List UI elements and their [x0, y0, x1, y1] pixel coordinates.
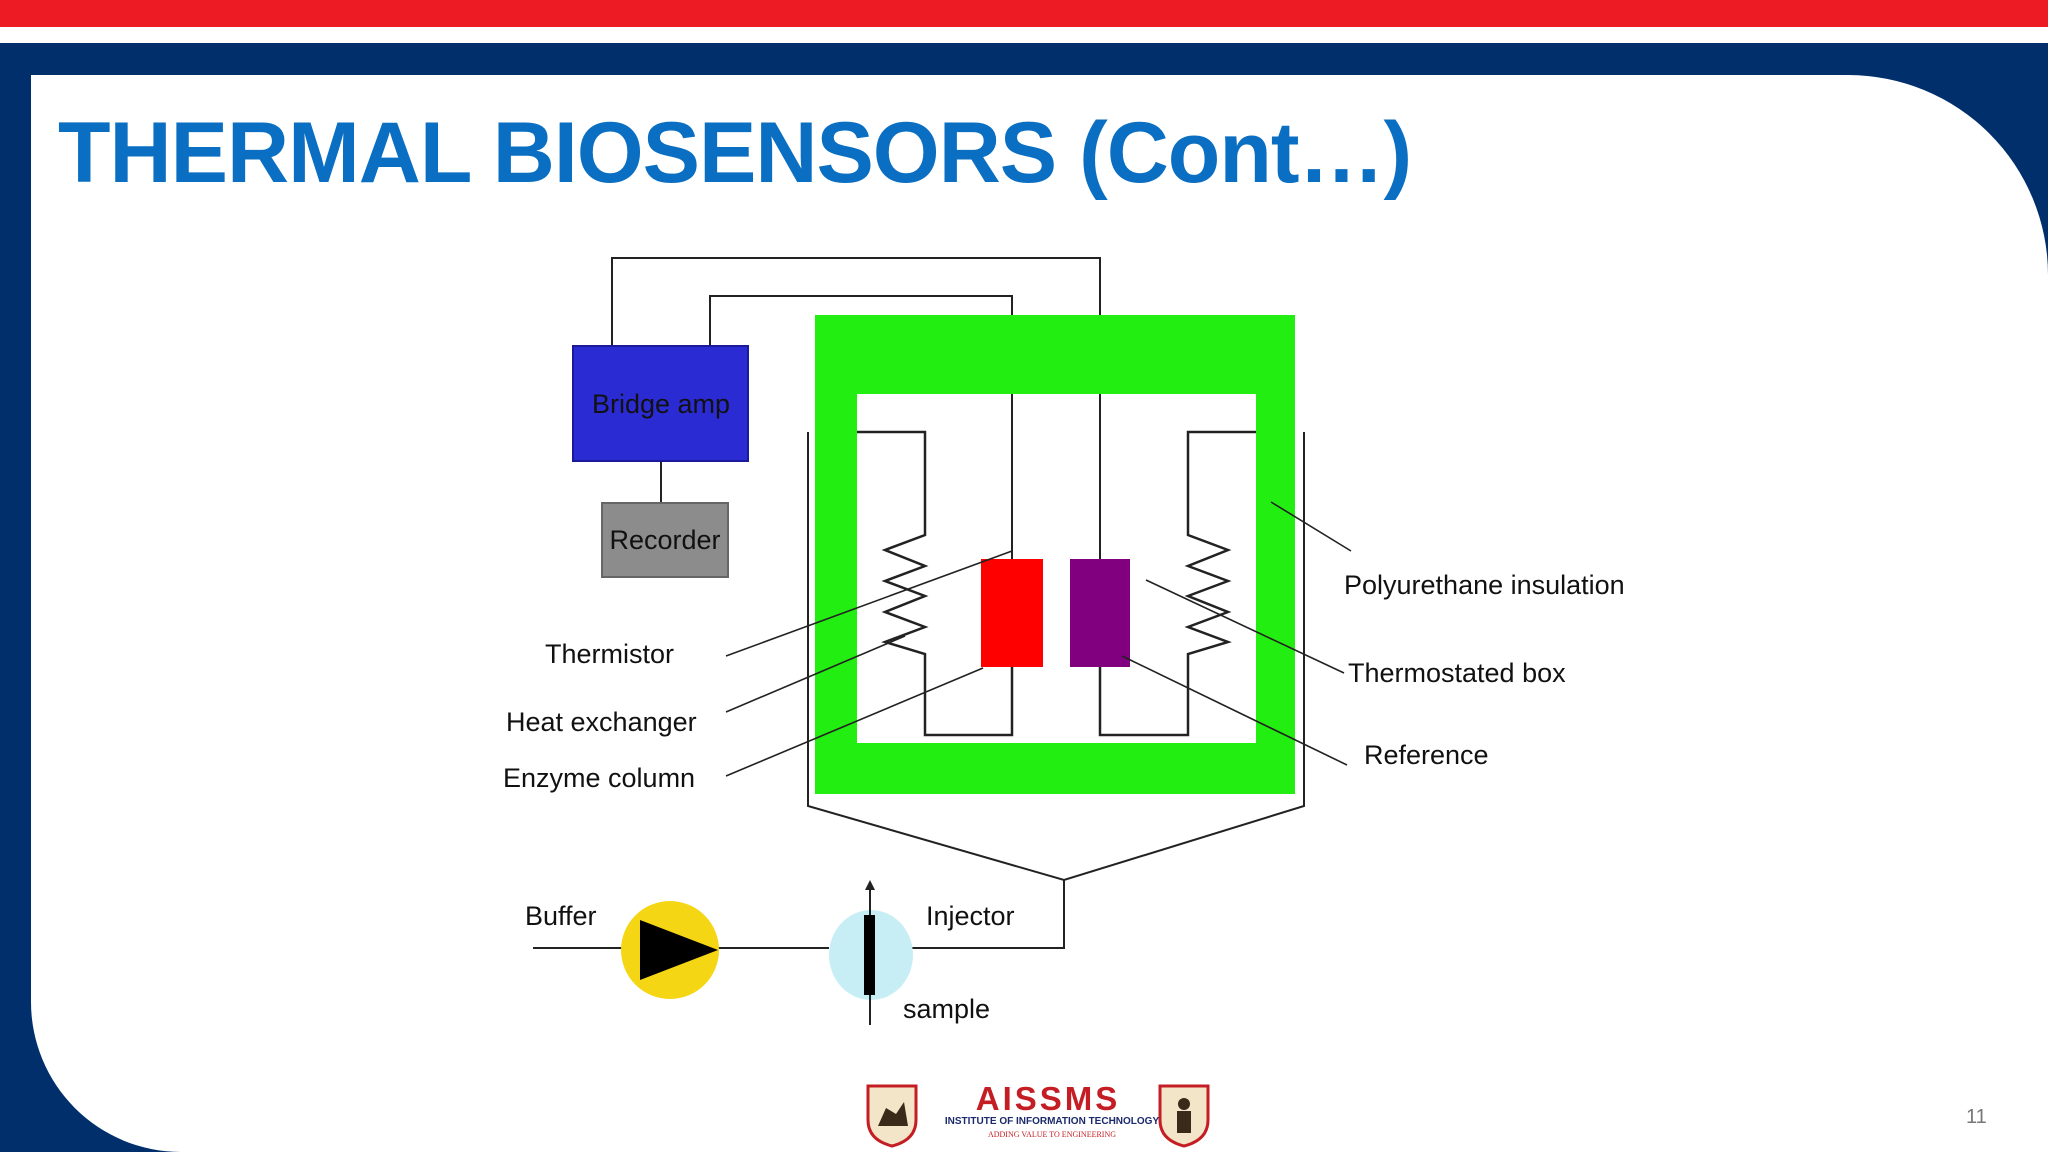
label-polyurethane-insulation: Polyurethane insulation: [1344, 570, 1625, 600]
right-heat-exchanger: [1098, 430, 1256, 737]
leader-lines: [725, 501, 1352, 777]
right-emblem-icon: [1158, 1084, 1210, 1148]
left-emblem-icon: [866, 1084, 918, 1148]
enzyme-column-block: [981, 559, 1043, 667]
slide-title: THERMAL BIOSENSORS (Cont…): [58, 105, 1412, 201]
logo-tagline: ADDING VALUE TO ENGINEERING: [987, 1130, 1117, 1139]
label-thermostated-box: Thermostated box: [1348, 658, 1566, 688]
label-buffer: Buffer: [525, 901, 597, 931]
aissms-logo: AISSMS INSTITUTE OF INFORMATION TECHNOLO…: [860, 1080, 1220, 1148]
bridge-wires: [611, 257, 1101, 562]
logo-subtitle: INSTITUTE OF INFORMATION TECHNOLOGY: [944, 1116, 1160, 1127]
recorder-label: Recorder: [609, 525, 720, 555]
reference-block: [1070, 559, 1130, 667]
left-heat-exchanger: [857, 430, 1014, 737]
top-red-bar: [0, 0, 2048, 27]
page-number: 11: [1966, 1106, 1987, 1128]
top-white-stripe: [0, 27, 2048, 43]
sample-injector: [829, 880, 913, 1025]
label-thermistor: Thermistor: [545, 639, 674, 669]
buffer-pump: [621, 901, 719, 999]
label-heat-exchanger: Heat exchanger: [506, 707, 697, 737]
label-injector: Injector: [926, 901, 1015, 931]
thermostated-box-outline: [807, 432, 1305, 949]
logo-name: AISSMS: [975, 1080, 1121, 1117]
label-reference: Reference: [1364, 740, 1489, 770]
label-enzyme-column: Enzyme column: [503, 763, 695, 793]
recorder-block: Recorder: [601, 502, 729, 578]
polyurethane-insulation: [815, 315, 1295, 794]
bridge-amp-label: Bridge amp: [592, 389, 730, 419]
label-sample: sample: [903, 994, 990, 1024]
bridge-amp-block: Bridge amp: [572, 345, 749, 462]
